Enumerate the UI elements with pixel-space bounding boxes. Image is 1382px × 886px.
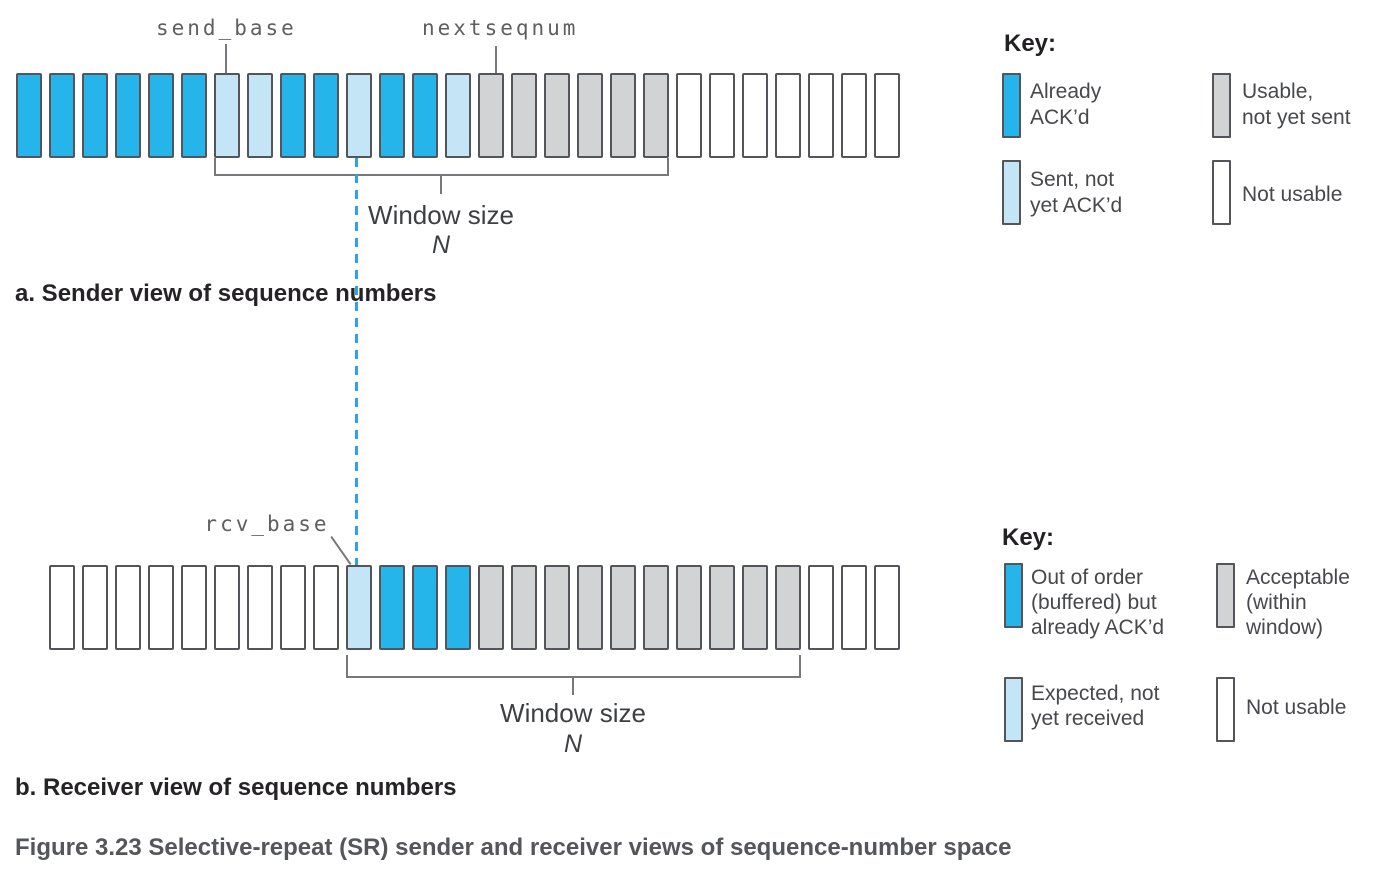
receiver-bracket-line [346, 676, 801, 678]
seq-bar-already-ackd [115, 73, 141, 158]
receiver-window-n: N [563, 730, 583, 758]
seq-bar-already-ackd [379, 73, 405, 158]
sender-window-n: N [431, 231, 451, 259]
receiver-not-usable-label: Not usable [1246, 696, 1347, 719]
seq-bar-sent-not-ackd [214, 73, 240, 158]
send-base-pointer-line [225, 44, 227, 73]
expected-swatch [1004, 677, 1023, 742]
acceptable-label: Acceptable (within window) [1246, 566, 1350, 639]
seq-bar-acceptable [676, 565, 702, 650]
sender-view-caption: a. Sender view of sequence numbers [15, 280, 437, 307]
seq-bar-not-usable [280, 565, 306, 650]
already-ackd-swatch [1002, 73, 1021, 138]
seq-bar-already-ackd [82, 73, 108, 158]
seq-bar-acceptable [643, 565, 669, 650]
seq-bar-already-ackd [181, 73, 207, 158]
seq-bar-usable-not-sent [577, 73, 603, 158]
seq-bar-not-usable [874, 73, 900, 158]
sender-key-title: Key: [1004, 30, 1057, 57]
buffered-ackd-swatch [1004, 563, 1023, 628]
seq-bar-not-usable [49, 565, 75, 650]
seq-bar-not-usable [841, 73, 867, 158]
receiver-window-size-label: Window size [500, 698, 646, 728]
seq-bar-acceptable [610, 565, 636, 650]
sender-window-size-label: Window size [368, 200, 514, 230]
seq-bar-acceptable [478, 565, 504, 650]
rcv-base-label: rcv_base [204, 512, 330, 536]
figure-caption: Figure 3.23 Selective-repeat (SR) sender… [15, 834, 1012, 861]
seq-bar-not-usable [808, 565, 834, 650]
receiver-bracket-left-tick [346, 655, 348, 678]
usable-not-sent-swatch [1212, 73, 1231, 138]
nextseqnum-pointer-line [495, 46, 497, 73]
seq-bar-expected-not-received [346, 565, 372, 650]
seq-bar-sent-not-ackd [445, 73, 471, 158]
sender-not-usable-swatch [1212, 160, 1231, 225]
seq-bar-not-usable [676, 73, 702, 158]
seq-bar-not-usable [775, 73, 801, 158]
buffered-ackd-label: Out of order (buffered) but already ACK’… [1031, 566, 1165, 639]
seq-bar-not-usable [181, 565, 207, 650]
sent-not-ackd-label: Sent, not yet ACK’d [1030, 168, 1123, 217]
seq-bar-buffered-ackd [445, 565, 471, 650]
seq-bar-acceptable [709, 565, 735, 650]
expected-label: Expected, not yet received [1031, 682, 1160, 730]
receiver-view-caption: b. Receiver view of sequence numbers [15, 774, 457, 801]
seq-bar-buffered-ackd [379, 565, 405, 650]
seq-bar-acceptable [511, 565, 537, 650]
seq-bar-not-usable [808, 73, 834, 158]
seq-bar-not-usable [214, 565, 240, 650]
receiver-key-title: Key: [1002, 524, 1055, 551]
sender-bracket-right-tick [667, 158, 669, 176]
seq-bar-not-usable [709, 73, 735, 158]
seq-bar-not-usable [874, 565, 900, 650]
seq-bar-already-ackd [280, 73, 306, 158]
rcv-base-pointer-line [330, 536, 352, 565]
seq-bar-already-ackd [313, 73, 339, 158]
seq-bar-acceptable [544, 565, 570, 650]
seq-bar-already-ackd [148, 73, 174, 158]
seq-bar-not-usable [247, 565, 273, 650]
seq-bar-not-usable [148, 565, 174, 650]
dashed-line [355, 158, 358, 565]
seq-bar-already-ackd [16, 73, 42, 158]
seq-bar-usable-not-sent [643, 73, 669, 158]
seq-bar-not-usable [115, 565, 141, 650]
seq-bar-not-usable [82, 565, 108, 650]
receiver-bracket-stem [572, 678, 574, 695]
seq-bar-sent-not-ackd [346, 73, 372, 158]
seq-bar-not-usable [841, 565, 867, 650]
seq-bar-usable-not-sent [610, 73, 636, 158]
sender-not-usable-label: Not usable [1242, 183, 1343, 206]
usable-not-sent-label: Usable, not yet sent [1242, 80, 1351, 129]
seq-bar-acceptable [775, 565, 801, 650]
seq-bar-usable-not-sent [511, 73, 537, 158]
sender-sequence-bars [16, 73, 900, 158]
seq-bar-acceptable [577, 565, 603, 650]
already-ackd-label: Already ACK’d [1030, 80, 1102, 129]
seq-bar-already-ackd [49, 73, 75, 158]
sent-not-ackd-swatch [1002, 160, 1021, 225]
acceptable-swatch [1216, 563, 1235, 628]
seq-bar-sent-not-ackd [247, 73, 273, 158]
sender-bracket-left-tick [214, 158, 216, 176]
receiver-sequence-bars [49, 565, 900, 650]
receiver-bracket-right-tick [799, 655, 801, 678]
sender-bracket-stem [440, 176, 442, 194]
seq-bar-not-usable [742, 73, 768, 158]
nextseqnum-label: nextseqnum [422, 16, 579, 40]
send-base-label: send_base [156, 16, 297, 40]
seq-bar-usable-not-sent [544, 73, 570, 158]
seq-bar-already-ackd [412, 73, 438, 158]
seq-bar-buffered-ackd [412, 565, 438, 650]
sender-bracket-line [214, 174, 669, 176]
seq-bar-acceptable [742, 565, 768, 650]
seq-bar-not-usable [313, 565, 339, 650]
receiver-not-usable-swatch [1216, 677, 1235, 742]
seq-bar-usable-not-sent [478, 73, 504, 158]
